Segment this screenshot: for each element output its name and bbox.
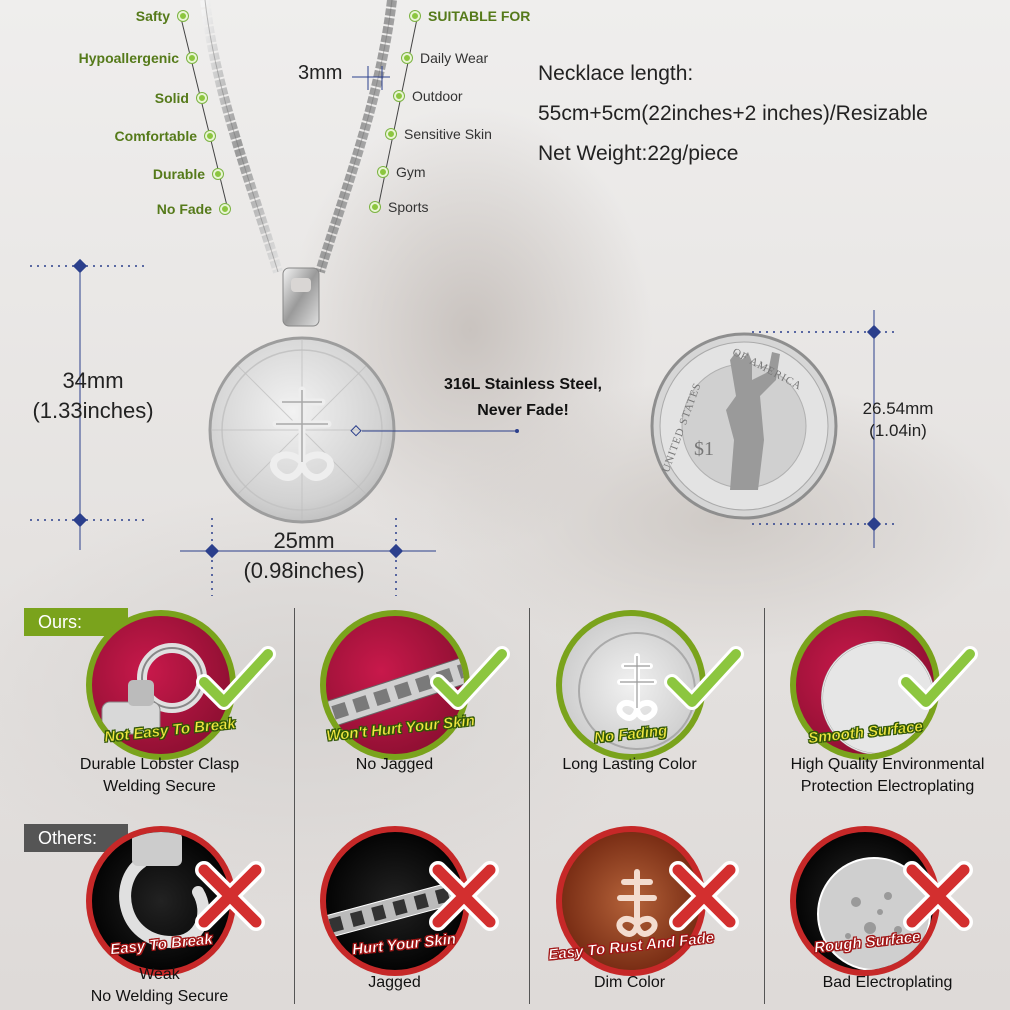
coin-size-in: (1.04in): [869, 421, 927, 440]
cross-mark-icon: [429, 861, 499, 931]
coin-size-mm: 26.54mm: [862, 399, 934, 418]
pendant-height-mm: 34mm: [62, 368, 124, 393]
pendant-width-in: (0.98inches): [243, 558, 365, 583]
bullet-dot-icon: [205, 131, 215, 141]
feature-comfortable: Comfortable: [60, 126, 215, 146]
others-caption: Dim Color: [593, 974, 666, 991]
necklace-length-label: Necklace length:: [538, 62, 694, 85]
material-callout: 316L Stainless Steel, Never Fade!: [443, 376, 602, 419]
divider: [529, 608, 530, 1004]
others-caption: Jagged: [368, 974, 421, 991]
checkmark-icon: [430, 646, 510, 710]
bullet-dot-icon: [178, 11, 188, 21]
pendant-width: 25mm (0.98inches): [214, 526, 394, 586]
divider: [764, 608, 765, 1004]
bullet-dot-icon: [197, 93, 207, 103]
ours-caption: Durable Lobster Clasp Welding Secure: [79, 756, 240, 795]
feature-safty: Safty: [60, 6, 188, 26]
suitable-sports: Sports: [370, 197, 428, 217]
chain-width-label: 3mm: [298, 62, 343, 84]
bullet-dot-icon: [370, 202, 380, 212]
others-caption: Bad Electroplating: [822, 974, 953, 991]
cross-mark-icon: [903, 861, 973, 931]
bullet-dot-icon: [410, 11, 420, 21]
pendant-height: 34mm (1.33inches): [18, 366, 168, 426]
suitable-sensitive-skin: Sensitive Skin: [386, 124, 492, 144]
bullet-dot-icon: [402, 53, 412, 63]
cross-mark-icon: [669, 861, 739, 931]
weak-clasp-image: [86, 826, 236, 976]
feature-no-fade: No Fade: [80, 199, 230, 219]
bullet-dot-icon: [187, 53, 197, 63]
ours-caption: Long Lasting Color: [562, 756, 697, 773]
bullet-dot-icon: [378, 167, 388, 177]
checkmark-icon: [898, 646, 978, 710]
checkmark-icon: [196, 646, 276, 710]
ours-caption: No Jagged: [355, 756, 434, 773]
bullet-dot-icon: [213, 169, 223, 179]
others-label: Others:: [24, 824, 128, 852]
pendant-height-in: (1.33inches): [32, 398, 154, 423]
net-weight: Net Weight:22g/piece: [538, 142, 739, 165]
bullet-dot-icon: [386, 129, 396, 139]
suitable-gym: Gym: [378, 162, 426, 182]
divider: [294, 608, 295, 1004]
feature-solid: Solid: [80, 88, 207, 108]
pendant-width-mm: 25mm: [273, 528, 335, 553]
necklace-length-value: 55cm+5cm(22inches+2 inches)/Resizable: [538, 102, 928, 125]
feature-hypoallergenic: Hypoallergenic: [40, 48, 197, 68]
others-caption: Weak No Welding Secure: [90, 966, 229, 1005]
checkmark-icon: [664, 646, 744, 710]
cross-mark-icon: [195, 861, 265, 931]
coin-size: 26.54mm (1.04in): [846, 398, 950, 442]
suitable-title: SUITABLE FOR: [410, 6, 530, 26]
bullet-dot-icon: [220, 204, 230, 214]
ours-caption: High Quality Environmental Protection El…: [790, 756, 985, 795]
suitable-daily-wear: Daily Wear: [402, 48, 488, 68]
specs-block: Necklace length: 55cm+5cm(22inches+2 inc…: [538, 54, 928, 174]
bullet-dot-icon: [394, 91, 404, 101]
suitable-outdoor: Outdoor: [394, 86, 463, 106]
necklace-chain: $1: [30, 0, 895, 596]
coin-value: $1: [694, 438, 714, 460]
feature-durable: Durable: [80, 164, 223, 184]
rough-surface-image: [790, 826, 940, 976]
